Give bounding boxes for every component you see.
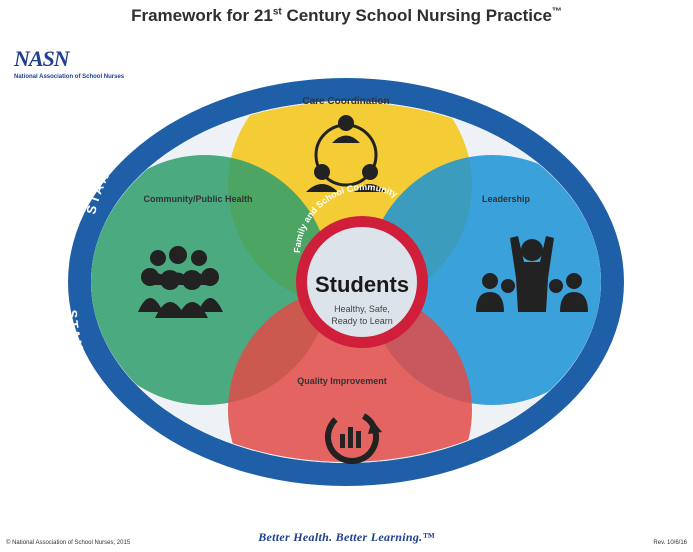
label-leadership: Leadership [482, 194, 531, 204]
logo-wordmark: NASN [14, 46, 70, 71]
label-care-coordination: Care Coordination [302, 96, 389, 107]
logo-subtitle: National Association of School Nurses [14, 74, 125, 80]
book-icon [592, 167, 612, 188]
label-community-public-health: Community/Public Health [143, 194, 252, 204]
crowd-icon [138, 246, 223, 318]
footer-tagline: Better Health. Better Learning.™ [258, 530, 435, 544]
footer-copyright: © National Association of School Nurses,… [6, 540, 131, 546]
circle-quality-improvement [228, 288, 472, 462]
footer-revision: Rev. 10/6/16 [653, 540, 687, 546]
nasn-logo: NASN National Association of School Nurs… [14, 46, 134, 81]
book-icon [70, 185, 90, 205]
page-title: Framework for 21st Century School Nursin… [131, 6, 562, 25]
chart-cycle-icon [325, 410, 382, 464]
people-network-icon [306, 115, 386, 192]
students-title: Students [315, 272, 409, 297]
leader-group-icon [476, 236, 588, 312]
label-quality-improvement: Quality Improvement [297, 376, 387, 386]
students-line2: Ready to Learn [331, 316, 393, 326]
students-circle [307, 227, 417, 337]
students-line1: Healthy, Safe, [334, 304, 390, 314]
